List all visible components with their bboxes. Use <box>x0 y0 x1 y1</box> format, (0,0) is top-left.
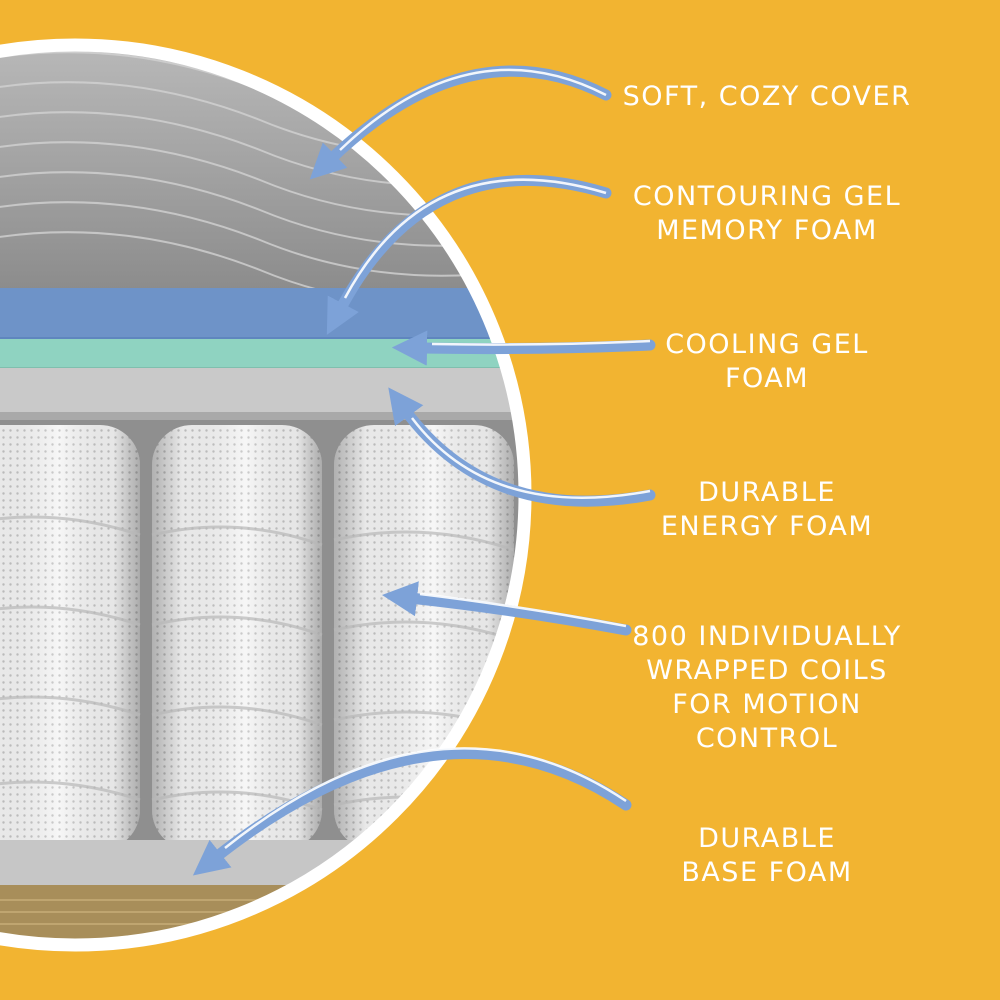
label-wrapped-coils: 800 INDIVIDUALLY WRAPPED COILS FOR MOTIO… <box>632 621 902 754</box>
label-durable-base-foam: DURABLE BASE FOAM <box>681 823 853 888</box>
arrow-highlights <box>224 68 651 849</box>
curved-arrow-icon <box>309 65 612 180</box>
pocket-coil-icon <box>152 425 322 850</box>
label-durable-energy-foam: DURABLE ENERGY FOAM <box>660 477 874 542</box>
label-contouring-gel-memory-foam: CONTOURING GEL MEMORY FOAM <box>632 181 902 246</box>
curved-arrow-icon <box>192 747 632 876</box>
coil-bands <box>0 515 515 817</box>
pocket-coil-icon <box>0 425 140 850</box>
memory-foam-layer <box>0 288 525 338</box>
curved-arrow-icon <box>382 581 632 636</box>
label-cooling-gel-foam: COOLING GEL FOAM <box>665 329 869 394</box>
mattress-cross-section <box>0 45 525 945</box>
curved-arrow-icon <box>391 330 656 366</box>
energy-foam-layer <box>0 368 525 420</box>
label-soft-cozy-cover: SOFT, COZY COVER <box>622 81 912 112</box>
